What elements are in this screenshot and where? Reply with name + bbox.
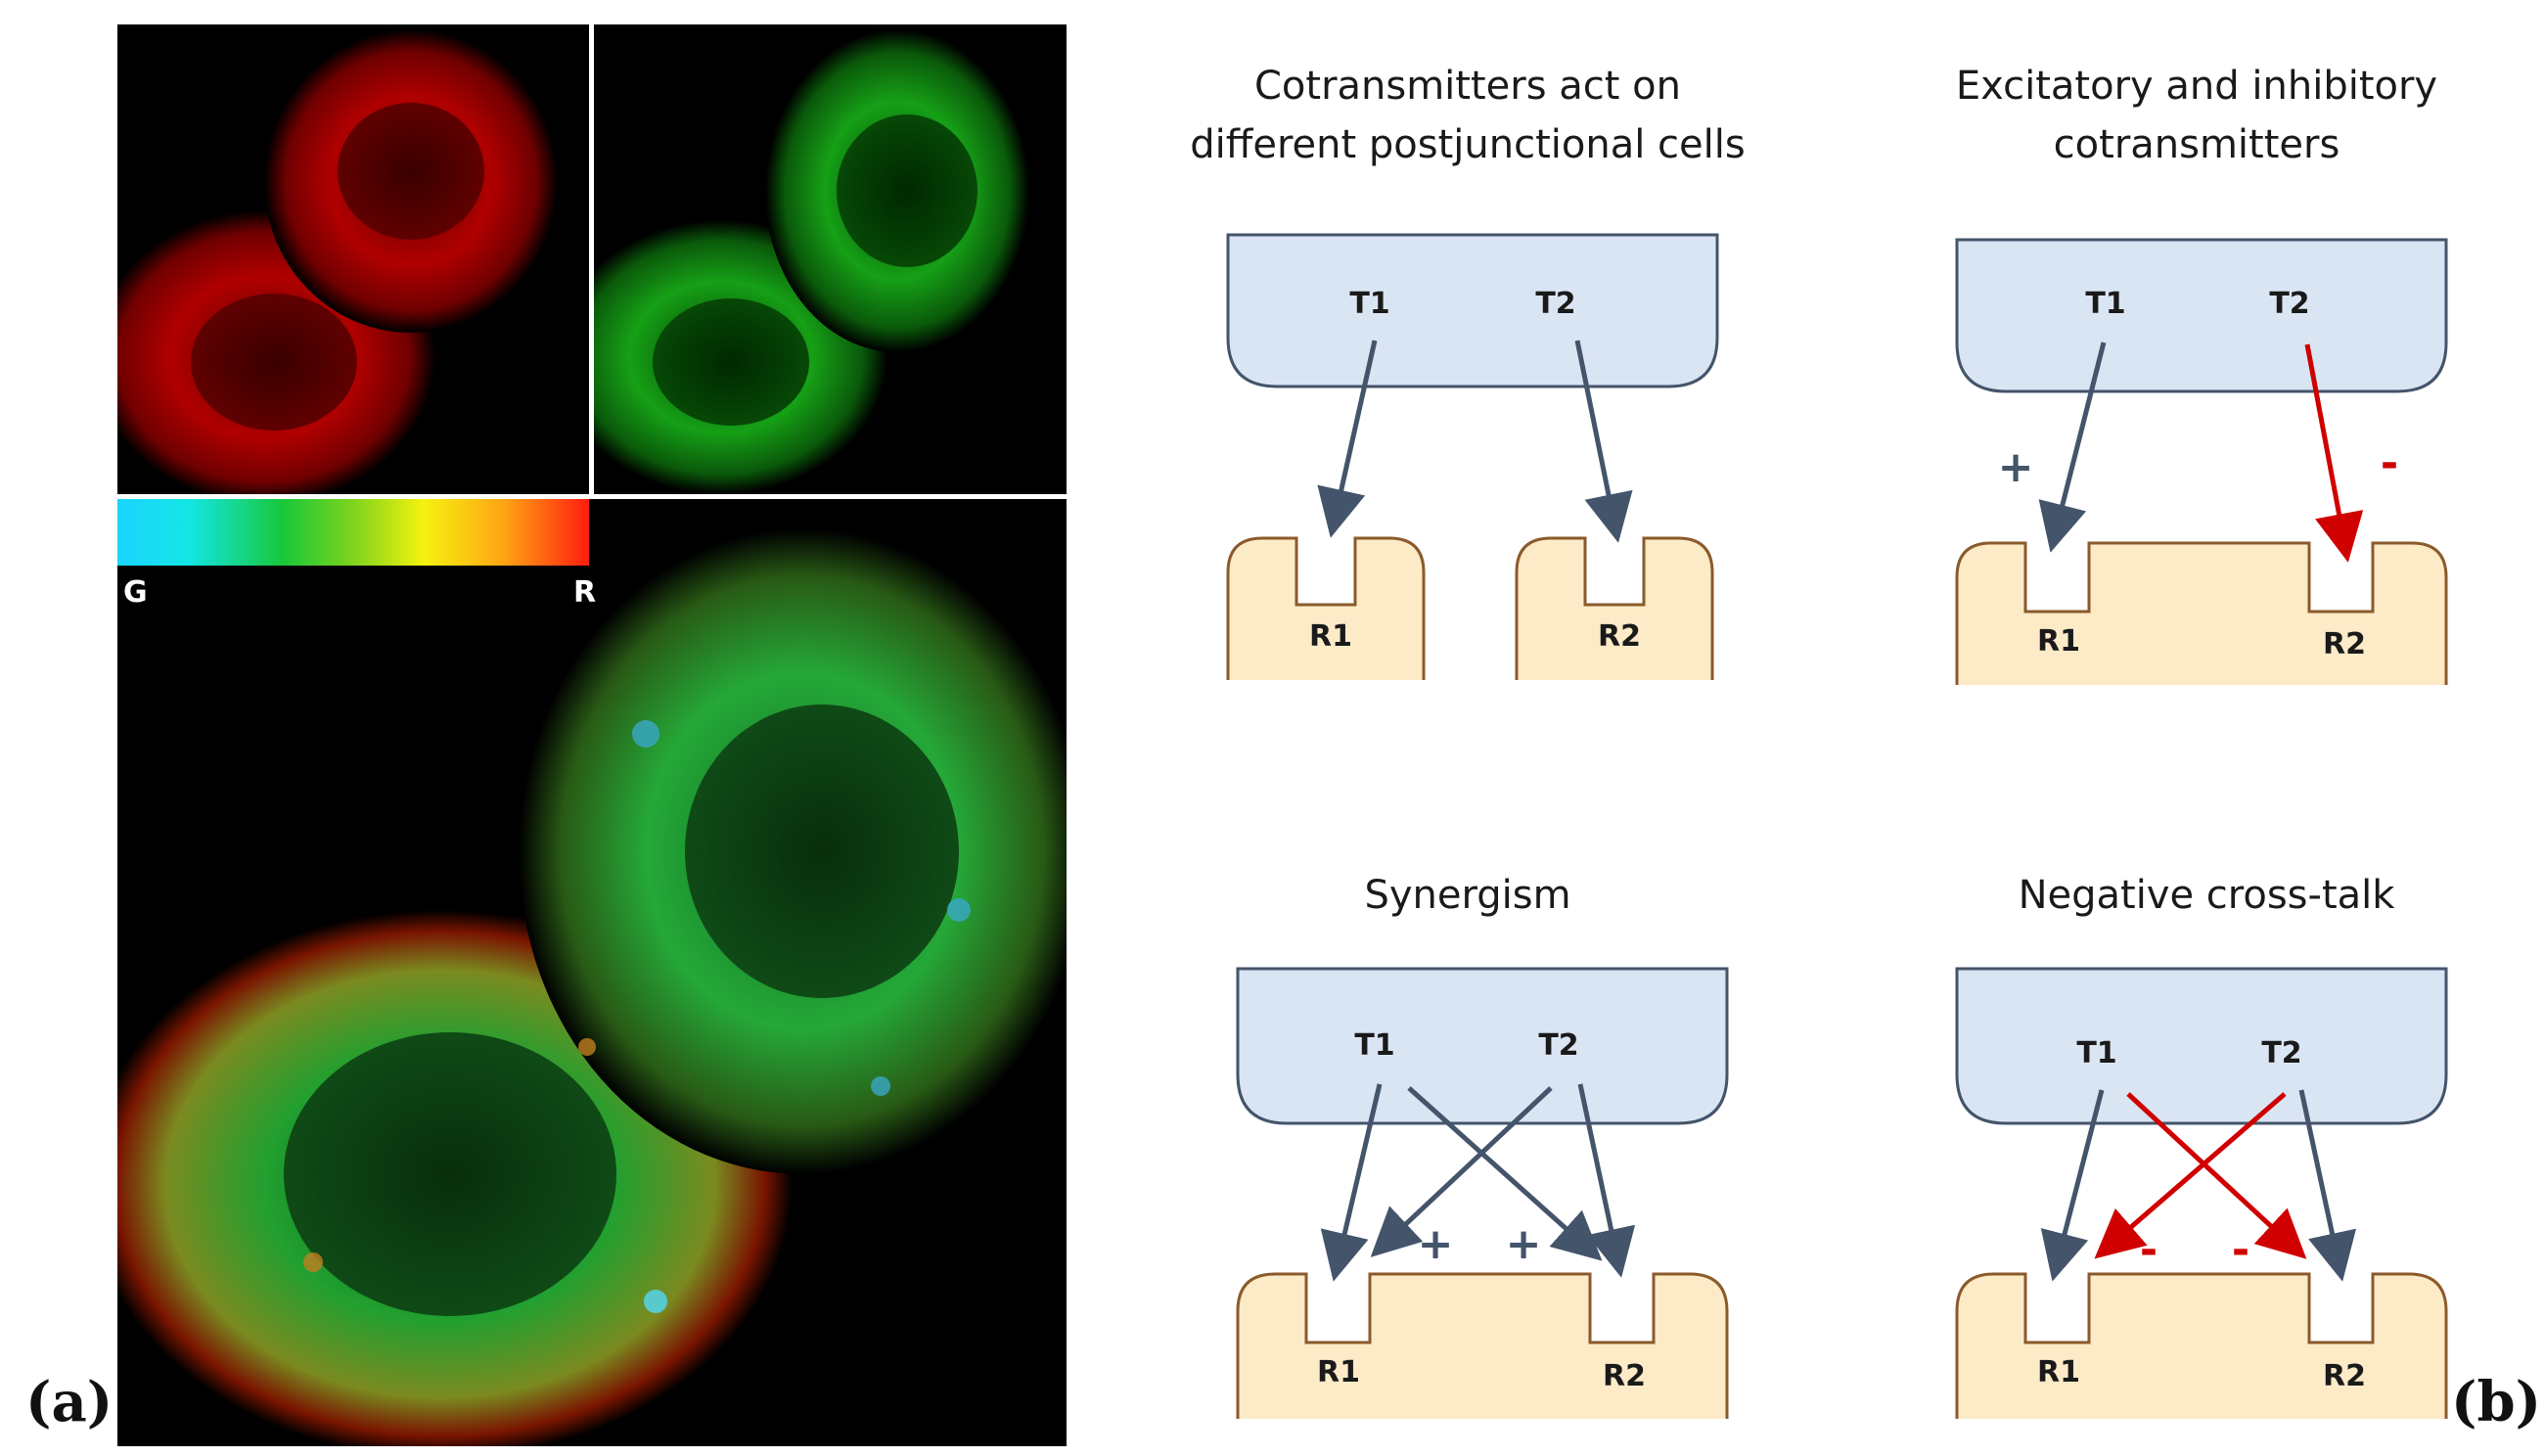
diagram-2-postsynaptic-cell (1955, 541, 2448, 685)
diagram-1: T1 T2 R1 R2 (1226, 233, 1719, 680)
red-channel-cells (117, 29, 558, 494)
diagram-2-arrow-t2-r2-inhibitory (2304, 343, 2364, 563)
diagram-4-presynaptic-terminal (1955, 967, 2448, 1125)
diagram-1-r2-label: R2 (1598, 619, 1641, 654)
diagram-2-title-line1: Excitatory and inhibitory (1955, 64, 2438, 109)
diagram-1-title-line1: Cotransmitters act on (1253, 64, 1681, 109)
diagram-3-arrow-t2-r2 (1577, 1083, 1636, 1278)
diagram-1-arrow-t1-r1 (1317, 340, 1378, 538)
diagram-2-arrow-t1-r1-excitatory (2038, 341, 2107, 553)
diagram-3-arrow-t1-r1 (1320, 1083, 1383, 1282)
diagram-3: + + T1 T2 R1 R2 (1236, 967, 1729, 1419)
diagram-3-t2-label: T2 (1538, 1028, 1578, 1063)
diagram-2-t1-label: T1 (2085, 287, 2125, 321)
colorbar-label-g: G (123, 575, 148, 610)
red-channel-image (117, 24, 589, 494)
diagram-2-title-line2: cotransmitters (2053, 122, 2340, 167)
diagram-4-arrow-t2-r1-inhibitory (2094, 1092, 2287, 1259)
diagram-4-minus-sign-1: - (2140, 1225, 2158, 1275)
diagram-1-arrow-t2-r2 (1574, 340, 1633, 543)
diagram-2-r1-label: R1 (2037, 624, 2080, 659)
colorbar (117, 499, 589, 566)
diagram-4-arrow-t2-r2 (2298, 1089, 2357, 1282)
diagram-1-r1-label: R1 (1309, 619, 1352, 654)
diagram-2-t2-label: T2 (2269, 287, 2309, 321)
diagram-2-presynaptic-terminal (1955, 238, 2448, 393)
diagram-2-r2-label: R2 (2323, 627, 2366, 661)
diagram-1-t2-label: T2 (1535, 287, 1575, 321)
diagram-4-r2-label: R2 (2323, 1359, 2366, 1393)
diagram-4-title-line1: Negative cross-talk (2018, 873, 2395, 918)
diagram-3-plus-sign-1: + (1418, 1219, 1454, 1269)
diagram-1-postsynaptic-cell-2 (1515, 536, 1714, 680)
diagram-4-minus-sign-2: - (2232, 1225, 2249, 1275)
diagram-3-presynaptic-terminal (1236, 967, 1729, 1125)
diagram-4-postsynaptic-cell (1955, 1272, 2448, 1419)
diagram-3-r1-label: R1 (1317, 1355, 1360, 1389)
diagram-4-r1-label: R1 (2037, 1355, 2080, 1389)
diagram-2-minus-sign: - (2381, 438, 2398, 488)
green-channel-image (594, 24, 1067, 494)
diagram-3-postsynaptic-cell (1236, 1272, 1729, 1419)
diagram-3-plus-sign-2: + (1506, 1219, 1542, 1269)
diagram-4: - - T1 T2 R1 R2 (1955, 967, 2448, 1419)
diagram-2-title: Excitatory and inhibitory cotransmitters (1854, 57, 2539, 174)
diagram-4-t1-label: T1 (2076, 1036, 2116, 1070)
diagram-4-title: Negative cross-talk (1864, 866, 2544, 925)
diagram-1-presynaptic-terminal (1226, 233, 1719, 388)
diagram-1-title-line2: different postjunctional cells (1190, 122, 1746, 167)
colorbar-label-r: R (573, 575, 597, 610)
diagram-3-title-line1: Synergism (1364, 873, 1571, 918)
diagram-3-arrow-t1-r2 (1407, 1086, 1603, 1261)
diagram-1-postsynaptic-cell-1 (1226, 536, 1426, 680)
diagram-4-t2-label: T2 (2261, 1036, 2301, 1070)
diagram-3-title: Synergism (1125, 866, 1810, 925)
merged-cells (117, 528, 1067, 1446)
merged-image: G R (117, 499, 1067, 1446)
diagram-1-title: Cotransmitters act on different postjunc… (1125, 57, 1810, 174)
figure-label-b: (b) (2451, 1370, 2542, 1434)
diagram-1-t1-label: T1 (1349, 287, 1389, 321)
diagram-4-arrow-t1-r1 (2040, 1089, 2105, 1282)
diagram-3-arrow-t2-r1 (1370, 1086, 1553, 1257)
figure-label-a: (a) (25, 1370, 114, 1434)
diagram-4-arrow-t1-r2-inhibitory (2126, 1092, 2307, 1259)
diagram-3-r2-label: R2 (1603, 1359, 1646, 1393)
diagram-3-t1-label: T1 (1354, 1028, 1394, 1063)
diagram-2: + - T1 T2 R1 R2 (1955, 238, 2448, 685)
green-channel-cells (594, 29, 1029, 494)
diagram-2-plus-sign: + (1998, 442, 2034, 492)
